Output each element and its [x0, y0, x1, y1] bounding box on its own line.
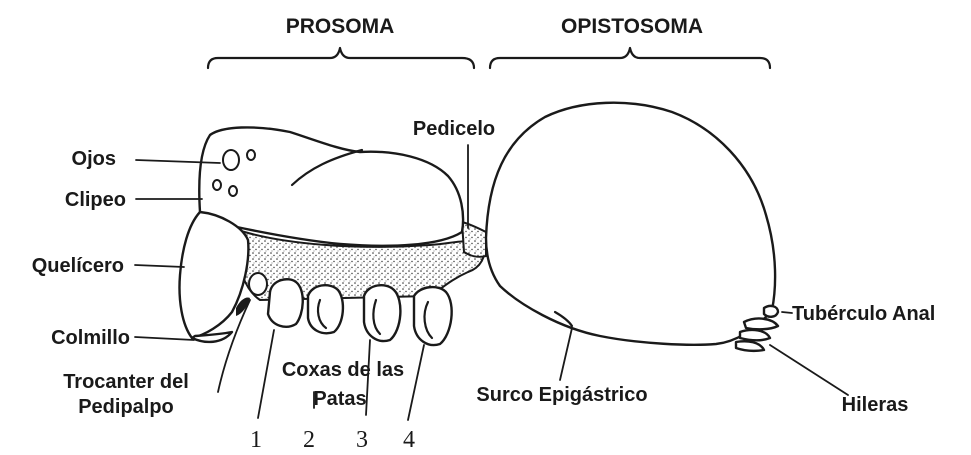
chelicera	[180, 212, 249, 338]
spinneret	[736, 341, 764, 351]
label-ojos: Ojos	[72, 148, 116, 170]
label-coxas-2: Patas	[313, 388, 366, 410]
prosoma-bracket	[208, 48, 474, 68]
leader-coxa-1	[258, 330, 274, 418]
eye-icon	[247, 150, 255, 160]
label-colmillo: Colmillo	[51, 327, 130, 349]
coxa-1	[268, 279, 303, 327]
coxa-2	[308, 285, 343, 333]
spinneret	[740, 330, 770, 340]
label-quelicero: Quelícero	[32, 255, 124, 277]
coxa-3	[364, 285, 400, 341]
opistosoma-bracket	[490, 48, 770, 68]
label-coxas-1: Coxas de las	[282, 359, 404, 381]
label-surco: Surco Epigástrico	[476, 384, 647, 406]
label-clipeo: Clipeo	[65, 189, 126, 211]
label-tuberculo: Tubérculo Anal	[792, 303, 935, 325]
eye-icon	[213, 180, 221, 190]
spinneret	[744, 319, 778, 330]
label-pedicelo: Pedicelo	[413, 118, 495, 140]
eye-icon	[229, 186, 237, 196]
pedipalp-trochanter	[249, 273, 267, 295]
leg-number-4: 4	[403, 427, 415, 453]
eye-icon	[223, 150, 239, 170]
label-hileras: Hileras	[842, 394, 909, 416]
leader-hileras	[770, 345, 848, 395]
leader-coxa-4	[408, 345, 424, 420]
leader-tuberculo	[782, 312, 792, 313]
coxa-4	[414, 287, 452, 345]
leg-number-3: 3	[356, 427, 368, 453]
prosoma-header: PROSOMA	[286, 15, 395, 38]
label-trocanter-2: Pedipalpo	[78, 396, 174, 418]
leg-number-2: 2	[303, 427, 315, 453]
pedicel-shape	[462, 222, 486, 257]
abdomen	[486, 103, 775, 345]
anal-tubercle	[764, 306, 778, 317]
leader-colmillo	[135, 337, 194, 340]
leg-number-1: 1	[250, 427, 262, 453]
leader-quelicero	[135, 265, 184, 267]
leader-surco	[560, 328, 572, 380]
opistosoma-header: OPISTOSOMA	[561, 15, 703, 38]
label-trocanter-1: Trocanter del	[63, 371, 189, 393]
